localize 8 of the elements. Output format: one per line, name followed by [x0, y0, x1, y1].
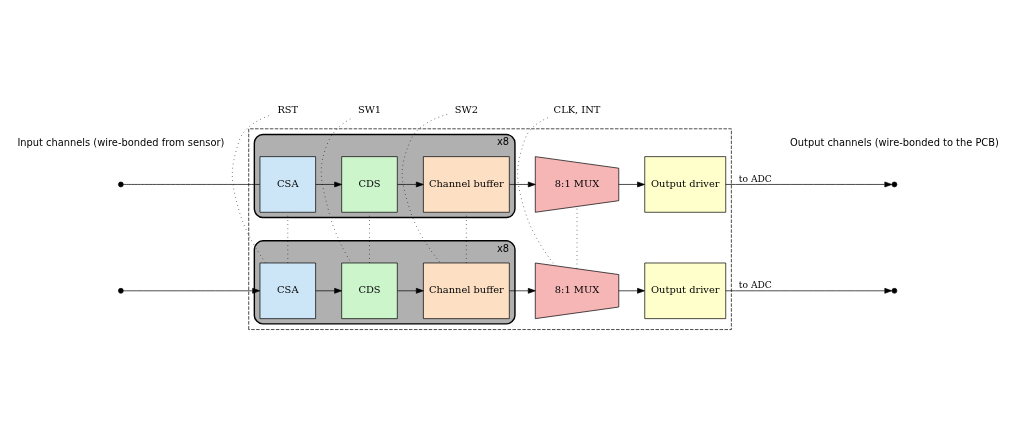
edge-label: to ADC	[738, 173, 772, 184]
node-text: SW1	[357, 103, 381, 115]
node-text: CLK, INT	[553, 103, 600, 115]
label: Output channels (wire-bonded to the PCB)	[789, 136, 999, 148]
edge-label: to ADC	[738, 279, 772, 290]
label: Input channels (wire-bonded from sensor)	[16, 136, 224, 148]
node-text: RST	[276, 103, 298, 115]
node-text: SW2	[454, 103, 478, 115]
